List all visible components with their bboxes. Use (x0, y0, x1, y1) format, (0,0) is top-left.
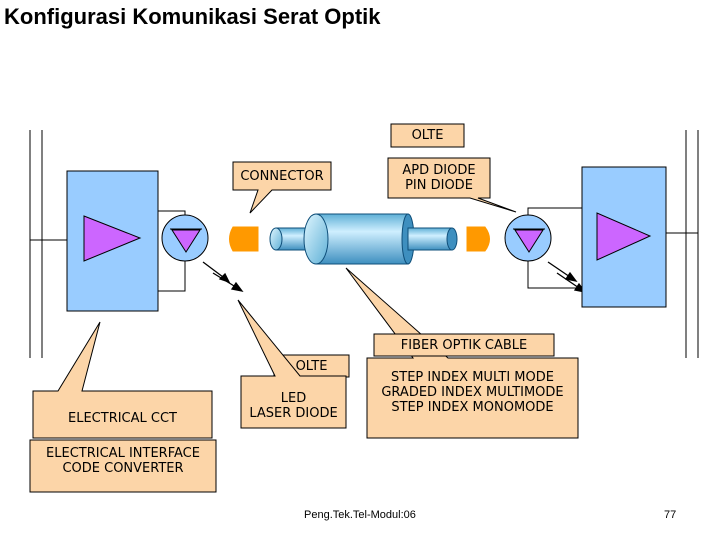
right-receiver-triangle (596, 212, 652, 261)
right-light-arrows (547, 261, 587, 293)
page-number: 77 (664, 509, 677, 521)
label-olte-top: OLTE (411, 128, 444, 143)
left-electrical-box (66, 170, 159, 312)
left-connector (229, 226, 259, 252)
fiber-cable (269, 213, 458, 265)
callout-led (237, 299, 347, 429)
label-fiber-title: FIBER OPTIK CABLE (400, 338, 528, 353)
label-electrical-interface: ELECTRICAL INTERFACE CODE CONVERTER (46, 446, 200, 476)
callout-fiber-title-box (373, 333, 555, 357)
footer-text: Peng.Tek.Tel-Modul:06 (304, 509, 416, 521)
left-light-arrows (202, 261, 244, 292)
label-apd-pin-diode: APD DIODE PIN DIODE (402, 163, 476, 193)
right-diode-triangle (514, 229, 544, 253)
callout-interface-box (29, 439, 217, 493)
right-connector (466, 226, 490, 252)
slide-title: Konfigurasi Komunikasi Serat Optik (4, 4, 381, 29)
callout-apd (387, 157, 517, 213)
left-bus-lines (29, 130, 67, 358)
right-bus-lines (666, 130, 699, 358)
callout-electrical-cct (32, 321, 213, 439)
label-electrical-cct: ELECTRICAL CCT (68, 411, 177, 426)
left-diode-triangle (171, 229, 201, 253)
label-led-laser-diode: LED LASER DIODE (249, 391, 338, 421)
callout-connector (232, 161, 332, 214)
label-connector: CONNECTOR (240, 169, 324, 184)
label-olte-bottom: OLTE (295, 359, 328, 374)
left-transmitter-triangle (83, 215, 142, 262)
label-fiber-types: STEP INDEX MULTI MODE GRADED INDEX MULTI… (381, 370, 564, 415)
callout-olte-top-box (390, 123, 465, 148)
